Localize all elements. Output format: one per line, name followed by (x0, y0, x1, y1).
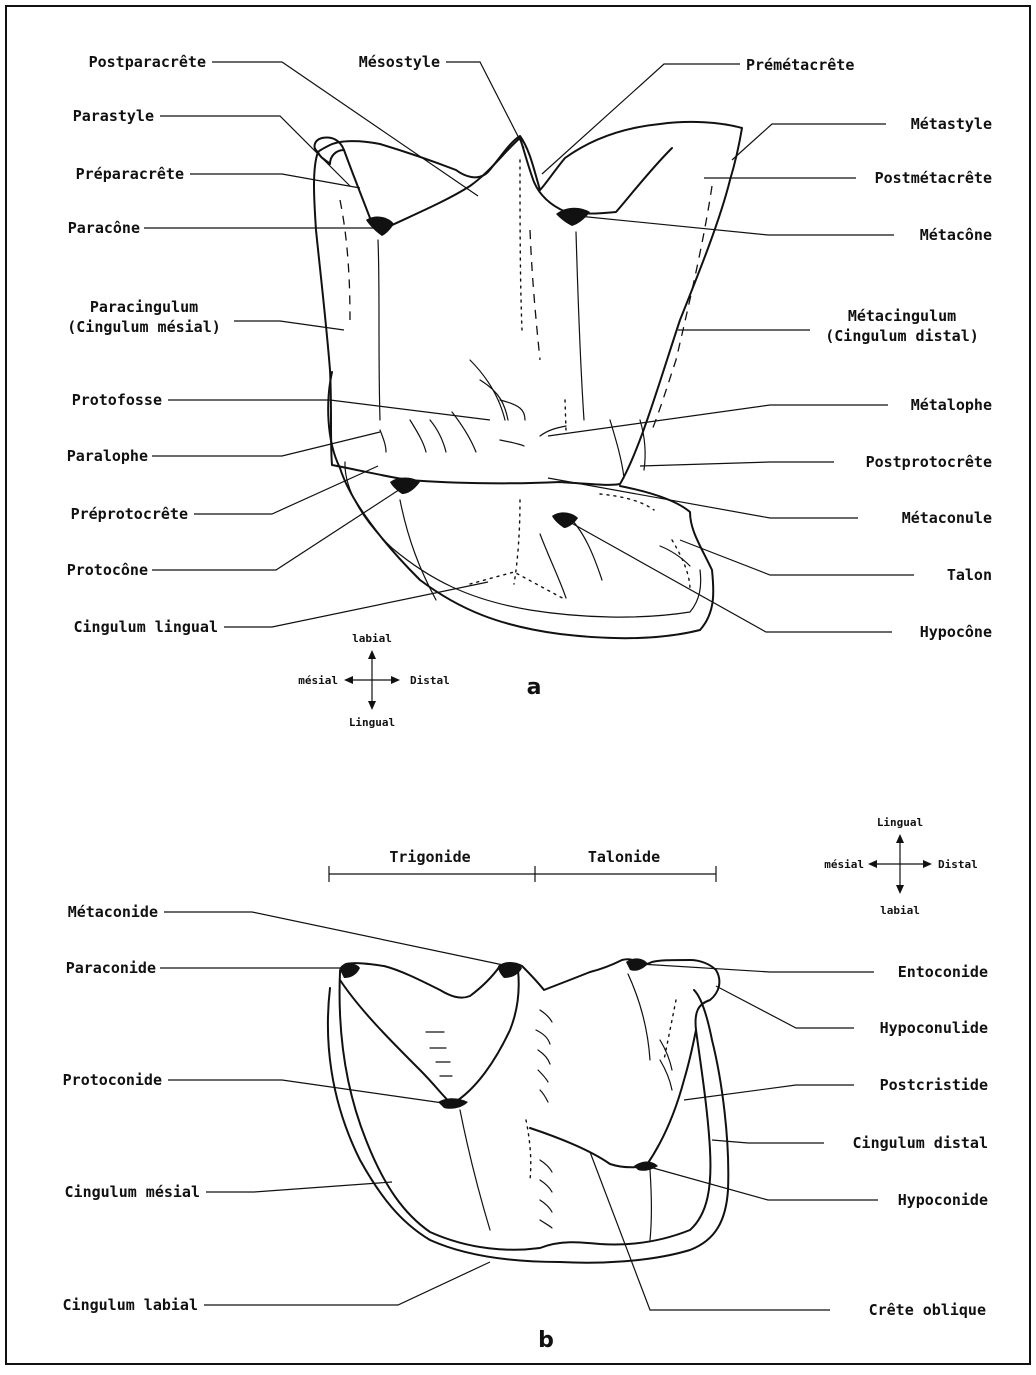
compass-a-down: Lingual (349, 716, 395, 729)
label-crete-oblique: Crête oblique (869, 1301, 986, 1319)
label-cingulum-mesial-paren: (Cingulum mésial) (67, 318, 221, 336)
compass-a: labial mésial Distal Lingual (298, 632, 450, 729)
label-hypoconulide: Hypoconulide (880, 1019, 988, 1037)
label-protofosse: Protofosse (72, 391, 162, 409)
lower-molar-drawing (328, 958, 728, 1262)
panel-a-leader-lines (144, 62, 914, 632)
label-parastyle: Parastyle (73, 107, 154, 125)
label-mesostyle: Mésostyle (359, 53, 440, 71)
compass-a-right: Distal (410, 674, 450, 687)
label-premetacrete: Prémétacrête (746, 56, 854, 74)
compass-b-left: mésial (824, 858, 864, 871)
label-metastyle: Métastyle (911, 115, 992, 133)
label-postprotocrete: Postprotocrête (866, 453, 992, 471)
label-cingulum-distal: Cingulum distal (853, 1134, 988, 1152)
panel-b-labels-left: Métaconide Paraconide Protoconide Cingul… (63, 903, 200, 1314)
label-preparacrete: Préparacrête (76, 165, 184, 183)
label-postcristide: Postcristide (880, 1076, 988, 1094)
label-metaconide: Métaconide (68, 903, 158, 921)
panel-a-letter: a (527, 675, 542, 700)
label-metacone: Métacône (920, 226, 992, 244)
compass-a-left: mésial (298, 674, 338, 687)
label-paraconide: Paraconide (66, 959, 156, 977)
label-postparacrete: Postparacrête (89, 53, 206, 71)
compass-b-up: Lingual (877, 816, 923, 829)
label-cingulum-distal-paren: (Cingulum distal) (825, 327, 979, 345)
panel-a-labels-left: Postparacrête Parastyle Préparacrête Par… (67, 53, 221, 636)
panel-b-letter: b (538, 1328, 554, 1353)
label-cingulum-lingual: Cingulum lingual (74, 618, 219, 636)
segment-scale: Trigonide Talonide (329, 848, 716, 882)
label-trigonide: Trigonide (389, 848, 470, 866)
compass-a-up: labial (352, 632, 392, 645)
compass-b-down: labial (880, 904, 920, 917)
label-metalophe: Métalophe (911, 396, 992, 414)
panel-b-labels-right: Entoconide Hypoconulide Postcristide Cin… (853, 963, 988, 1319)
label-protocone: Protocône (67, 561, 148, 579)
compass-b: Lingual mésial Distal labial (824, 816, 978, 917)
label-paracone: Paracône (68, 219, 140, 237)
figure-frame (6, 6, 1030, 1364)
label-talonide: Talonide (588, 848, 660, 866)
label-preprotocrete: Préprotocrête (71, 505, 188, 523)
panel-a-labels-right: Mésostyle Prémétacrête Métastyle Postmét… (359, 53, 992, 641)
label-metacingulum: Métacingulum (848, 307, 956, 325)
label-postmetacrete: Postmétacrête (875, 169, 992, 187)
label-hypoconide: Hypoconide (898, 1191, 988, 1209)
label-protoconide: Protoconide (63, 1071, 162, 1089)
label-cingulum-mesial: Cingulum mésial (65, 1183, 200, 1201)
label-paralophe: Paralophe (67, 447, 148, 465)
label-talon: Talon (947, 566, 992, 584)
label-entoconide: Entoconide (898, 963, 988, 981)
upper-molar-drawing (314, 122, 742, 638)
label-paracingulum: Paracingulum (90, 298, 198, 316)
label-hypocone: Hypocône (920, 623, 992, 641)
label-metaconule: Métaconule (902, 509, 992, 527)
label-cingulum-labial: Cingulum labial (63, 1296, 198, 1314)
compass-b-right: Distal (938, 858, 978, 871)
